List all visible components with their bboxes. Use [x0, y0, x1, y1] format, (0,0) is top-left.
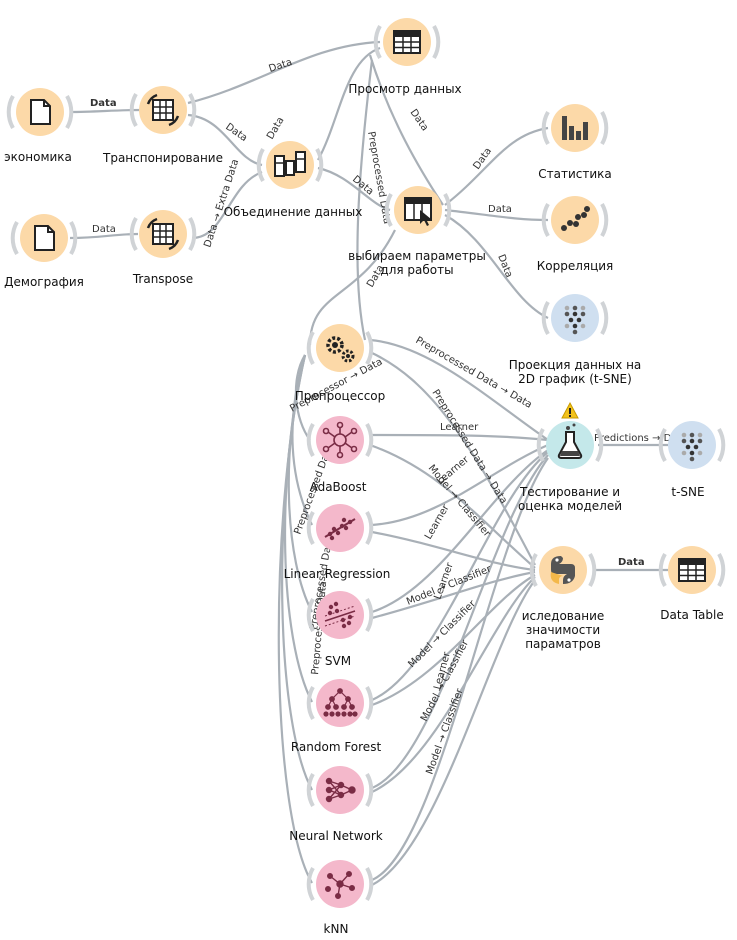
edge-label-python-datatable: Data [618, 557, 645, 568]
label-corr: Корреляция [537, 259, 614, 273]
label-select-2: для работы [380, 263, 453, 277]
edge-label-t1-view: Data [268, 57, 294, 75]
node-select[interactable] [384, 186, 452, 234]
edge-label-merge-view: Data [265, 115, 286, 141]
label-knn: kNN [324, 922, 349, 936]
edge-transpose1-view [187, 40, 381, 105]
label-svm: SVM [325, 654, 351, 668]
edge-label-select-stats: Data [471, 146, 494, 172]
edge-view-preproc [356, 59, 374, 341]
edge-label-t2-merge: Data → Extra Data [202, 158, 241, 249]
label-demografia: Демография [4, 275, 84, 289]
edge-select-preproc [308, 229, 396, 346]
file-icon [34, 225, 55, 251]
edge-adaboost-testing [369, 433, 549, 442]
warning-icon[interactable] [561, 401, 579, 419]
edge-label-predictions: Predictions → Data [594, 433, 688, 444]
label-rf: Random Forest [291, 740, 382, 754]
transpose-icon [146, 217, 180, 251]
label-linreg: Linear Regression [284, 567, 391, 581]
node-python[interactable] [529, 546, 597, 594]
edge-knn-testing [371, 457, 549, 882]
node-tsne[interactable] [658, 421, 726, 469]
node-transpose2[interactable] [129, 210, 197, 258]
label-economika: экономика [4, 150, 72, 164]
edge-label-view-select: Data [408, 107, 431, 133]
node-proj[interactable] [541, 294, 609, 342]
edge-view-select [368, 54, 444, 206]
node-linreg[interactable] [306, 504, 374, 552]
edge-select-proj [444, 214, 549, 319]
edge-transpose2-merge [191, 170, 263, 240]
edge-merge-view [317, 46, 381, 161]
label-datatable: Data Table [660, 608, 724, 622]
label-python-2: значимости [526, 623, 600, 637]
transpose-icon [146, 93, 180, 127]
label-transpose1: Транспонирование [102, 151, 223, 165]
table-icon [678, 558, 706, 582]
node-knn[interactable] [306, 860, 374, 908]
node-transpose1[interactable] [129, 86, 197, 134]
label-nn: Neural Network [289, 829, 383, 843]
label-preproc: Препроцессор [295, 389, 386, 403]
edge-transpose1-merge [187, 113, 263, 167]
edge-label-demografia: Data [92, 224, 116, 235]
node-rf[interactable] [306, 679, 374, 727]
nodes: экономика Демография Транспонирование Tr… [4, 18, 726, 936]
label-transpose2: Transpose [132, 272, 193, 286]
node-view[interactable] [373, 18, 441, 66]
node-datatable[interactable] [658, 546, 726, 594]
edge-label-select-corr: Data [488, 204, 512, 215]
node-corr[interactable] [541, 196, 609, 244]
edge-label-svm-testing: Learner [423, 502, 452, 541]
edge-preproc-testing [369, 338, 549, 441]
label-view: Просмотр данных [348, 82, 461, 96]
node-testing[interactable] [536, 421, 604, 469]
edge-svm-testing [371, 449, 549, 614]
edge-nn-testing [371, 454, 549, 790]
table-icon [393, 30, 421, 54]
node-preproc[interactable] [306, 324, 374, 372]
label-merge: Объединение данных [224, 205, 363, 219]
label-tsne: t-SNE [671, 485, 704, 499]
edge-label-t1-merge: Data [223, 121, 249, 144]
edge-rf-testing [371, 451, 549, 702]
edge-svm-python [371, 570, 536, 620]
node-adaboost[interactable] [306, 416, 374, 464]
node-stats[interactable] [541, 104, 609, 152]
edge-select-stats [444, 126, 549, 206]
edge-nn-python [371, 576, 536, 793]
label-proj-1: Проекция данных на [509, 358, 642, 372]
label-adaboost: AdaBoost [310, 480, 367, 494]
edge-preproc-python [369, 351, 536, 566]
node-economika[interactable] [6, 88, 74, 136]
label-testing-2: оценка моделей [518, 499, 622, 513]
edge-label-economika: Data [90, 98, 117, 109]
label-testing-1: Тестирование и [519, 485, 620, 499]
edge-linreg-testing [371, 443, 549, 527]
file-icon [30, 99, 51, 125]
edge-linreg-python [371, 530, 536, 572]
node-nn[interactable] [306, 766, 374, 814]
edges [69, 40, 668, 886]
edge-preproc-knn [277, 354, 313, 884]
edge-economika-transpose1 [69, 108, 141, 114]
edge-adaboost-python [369, 443, 536, 569]
edge-label-adaboost-testing: Learner [440, 422, 479, 433]
label-proj-2: 2D график (t-SNE) [518, 372, 632, 386]
node-svm[interactable] [306, 591, 374, 639]
label-stats: Статистика [538, 167, 612, 181]
node-demografia[interactable] [10, 214, 78, 262]
label-python-3: параматров [525, 637, 601, 651]
edge-knn-python [371, 579, 536, 886]
node-merge[interactable] [256, 141, 324, 189]
edge-select-corr [444, 208, 549, 222]
label-python-1: иследование [522, 609, 605, 623]
label-select-1: выбираем параметры [348, 249, 486, 263]
